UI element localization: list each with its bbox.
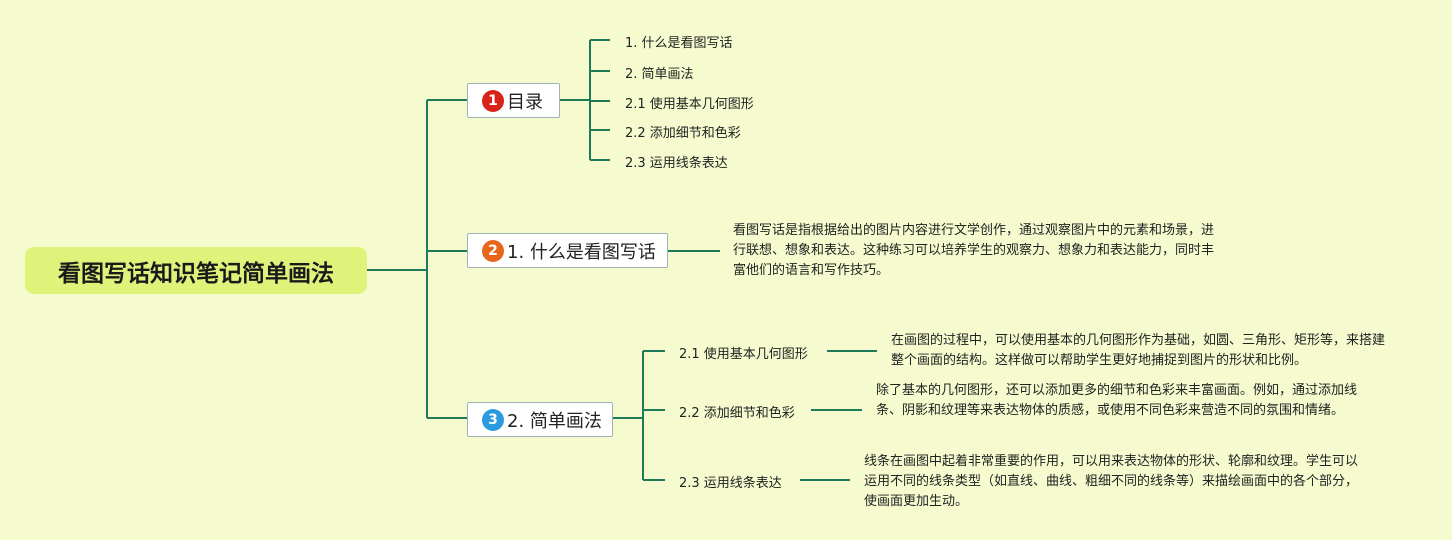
number-badge-icon: 2 (482, 239, 504, 262)
root-title: 看图写话知识笔记简单画法 (58, 260, 334, 287)
number-badge-icon: 1 (482, 89, 504, 112)
method-description: 在画图的过程中，可以使用基本的几何图形作为基础，如圆、三角形、矩形等，来搭建整个… (891, 333, 1386, 368)
toc-item[interactable]: 1. 什么是看图写话 (625, 36, 733, 51)
method-label[interactable]: 2.2 添加细节和色彩 (679, 406, 795, 421)
branch-label: 2. 简单画法 (507, 410, 602, 432)
method-description: 线条在画图中起着非常重要的作用，可以用来表达物体的形状、轮廓和纹理。学生可以运用… (864, 454, 1359, 509)
toc-item[interactable]: 2.3 运用线条表达 (625, 156, 728, 171)
what-is-description: 看图写话是指根据给出的图片内容进行文学创作，通过观察图片中的元素和场景，进行联想… (733, 223, 1215, 278)
toc-item[interactable]: 2. 简单画法 (625, 67, 694, 82)
toc-item[interactable]: 2.1 使用基本几何图形 (625, 97, 754, 112)
method-description: 除了基本的几何图形，还可以添加更多的细节和色彩来丰富画面。例如，通过添加线条、阴… (876, 383, 1358, 418)
method-label[interactable]: 2.1 使用基本几何图形 (679, 347, 808, 362)
method-label[interactable]: 2.3 运用线条表达 (679, 476, 782, 491)
root-topic[interactable]: 看图写话知识笔记简单画法 (25, 247, 367, 294)
branch-what-is[interactable]: 2 1. 什么是看图写话 (467, 233, 668, 268)
number-badge-icon: 3 (482, 408, 504, 431)
branch-toc[interactable]: 1 目录 (467, 83, 560, 118)
branch-label: 1. 什么是看图写话 (507, 241, 656, 263)
toc-item[interactable]: 2.2 添加细节和色彩 (625, 126, 741, 141)
branch-methods[interactable]: 3 2. 简单画法 (467, 402, 613, 437)
branch-label: 目录 (507, 91, 543, 113)
